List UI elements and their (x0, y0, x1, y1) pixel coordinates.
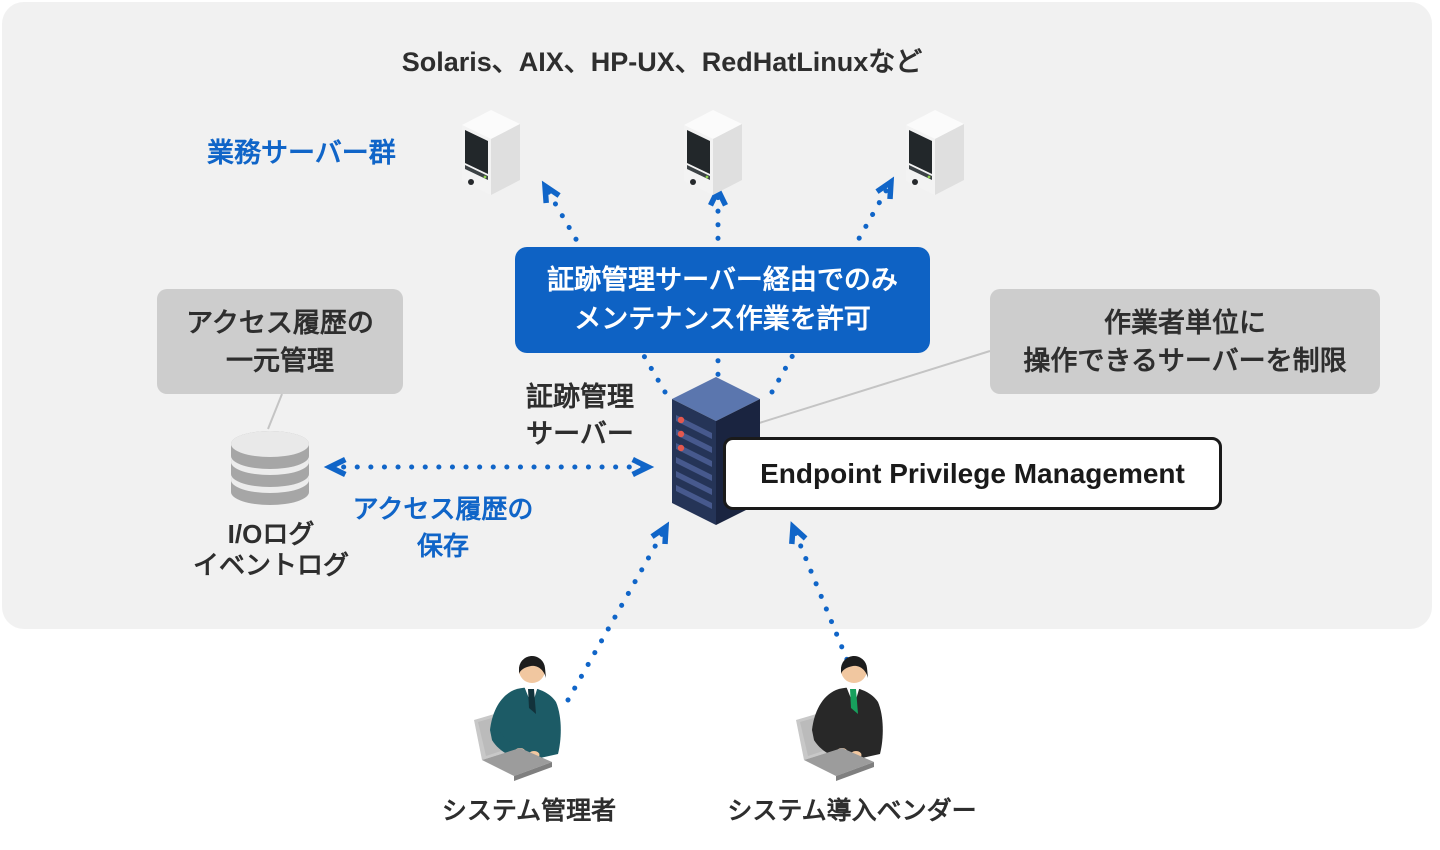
save-history-line1: アクセス履歴の (352, 494, 534, 524)
permission-note-line1: 証跡管理サーバー経由でのみ (547, 265, 898, 295)
vendor-icon (796, 655, 883, 781)
vendor-label: システム導入ベンダー (727, 797, 977, 825)
restriction-line1: 作業者単位に (1104, 307, 1266, 338)
arrowhead-db (323, 457, 347, 477)
business-server-3-icon (906, 110, 964, 195)
arrow-heads (323, 176, 895, 545)
product-name: Endpoint Privilege Management (760, 457, 1185, 489)
permission-note-box: 証跡管理サーバー経由でのみ メンテナンス作業を許可 (515, 247, 930, 353)
log-store-label-line2: イベントログ (192, 550, 349, 580)
permission-note-line2: メンテナンス作業を許可 (574, 304, 871, 334)
audit-server-label-line2: サーバー (526, 419, 634, 449)
audit-server-label-line1: 証跡管理 (526, 382, 634, 412)
access-history-note-box: アクセス履歴の 一元管理 (157, 289, 403, 394)
log-database-icon (231, 431, 309, 505)
system-admin-icon (474, 655, 561, 781)
arrow-line-vendor-to-server (790, 524, 855, 675)
business-server-1-icon (462, 110, 520, 195)
connector-restriction-to-server (755, 350, 991, 425)
save-history-label: アクセス履歴の 保存 (343, 491, 543, 565)
access-history-line1: アクセス履歴の (186, 307, 374, 338)
arrow-line-to-server1 (542, 183, 668, 395)
business-server-2-icon (684, 110, 742, 195)
restriction-note-box: 作業者単位に 操作できるサーバーを制限 (990, 289, 1380, 394)
connector-lines (267, 350, 991, 430)
access-history-line2: 一元管理 (226, 345, 334, 376)
product-name-box: Endpoint Privilege Management (723, 437, 1222, 510)
audit-server-label: 証跡管理 サーバー (505, 379, 655, 453)
business-servers-label: 業務サーバー群 (207, 138, 396, 168)
arrow-line-admin-to-server (565, 524, 669, 703)
system-admin-label: システム管理者 (441, 797, 617, 825)
arrowhead-server3 (875, 176, 895, 200)
log-store-label-line1: I/Oログ (227, 519, 315, 549)
arrowhead-from-admin (650, 521, 670, 545)
os-list-title: Solaris、AIX、HP-UX、RedHatLinuxなど (401, 47, 923, 77)
arrowhead-from-vendor (789, 521, 808, 545)
save-history-line2: 保存 (416, 531, 469, 561)
arrowhead-server1 (541, 180, 561, 204)
arrowhead-audit-server-left (631, 457, 655, 477)
connector-history-to-db (267, 393, 283, 430)
restriction-line2: 操作できるサーバーを制限 (1023, 345, 1347, 376)
log-store-label: I/Oログ イベントログ (171, 519, 371, 581)
